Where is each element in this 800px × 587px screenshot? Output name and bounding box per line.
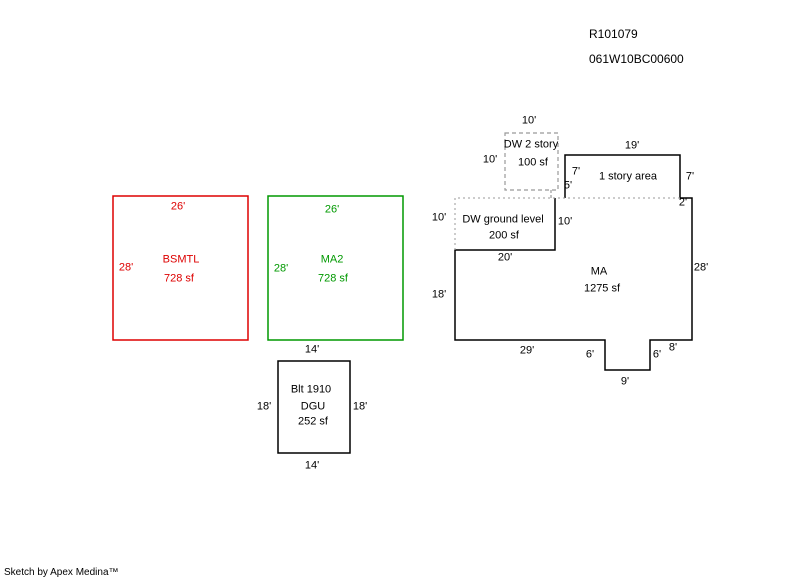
one-story-dim-top: 19' [624, 139, 640, 152]
dgu-dim-bottom: 14' [304, 459, 320, 472]
ma-area: 1275 sf [583, 282, 621, 295]
dwg-name: DW ground level [462, 213, 544, 226]
ma-dim-bottom: 29' [519, 344, 535, 357]
dwg-dotted-outline [454, 197, 680, 250]
ma2-name: MA2 [320, 253, 344, 266]
one-story-dim-offset: 5' [563, 179, 573, 192]
ma-outline [454, 154, 693, 371]
ma2-dim-left: 28' [273, 262, 289, 275]
dgu-name: DGU [300, 400, 326, 413]
ma-dim-right: 28' [693, 261, 709, 274]
dw2-outline [504, 132, 559, 191]
dgu-dim-left: 18' [256, 400, 272, 413]
bsmtl-dim-top: 26' [170, 200, 186, 213]
dgu-outline [277, 360, 351, 454]
dwg-dim-left: 10' [431, 211, 447, 224]
dwg-area: 200 sf [489, 229, 519, 242]
dgu-area: 252 sf [298, 415, 328, 428]
dgu-dim-top: 14' [304, 343, 320, 356]
sketch-credit: Sketch by Apex Medina™ [4, 567, 119, 578]
dwg-dim-bottom: 20' [497, 251, 513, 264]
ma2-outline [267, 195, 404, 341]
ma-notch-dim-bottom: 9' [620, 375, 630, 388]
dgu-built-year: Blt 1910 [290, 383, 332, 396]
ma2-area: 728 sf [318, 272, 348, 285]
dw2-area: 100 sf [518, 156, 548, 169]
dw2-name: DW 2 story [503, 138, 559, 151]
ma-dim-bottom-right: 8' [668, 341, 678, 354]
ma2-dim-top: 26' [324, 203, 340, 216]
ma-dim-left: 18' [431, 288, 447, 301]
ma-name: MA [590, 265, 608, 278]
ma-notch-dim-right: 6' [652, 348, 662, 361]
bsmtl-name: BSMTL [162, 253, 200, 266]
dwg-dim-right: 10' [557, 215, 573, 228]
map-taxlot: 061W10BC00600 [589, 52, 684, 66]
dw2-dim-top: 10' [521, 114, 537, 127]
ma-notch-dim-left: 6' [585, 348, 595, 361]
dw2-dim-left: 10' [482, 153, 498, 166]
dgu-dim-right: 18' [352, 400, 368, 413]
bsmtl-area: 728 sf [164, 272, 194, 285]
one-story-dim-right: 7' [685, 170, 695, 183]
one-story-dim-left: 7' [571, 165, 581, 178]
bsmtl-outline [112, 195, 249, 341]
one-story-dim-step: 2' [678, 196, 688, 209]
account-number: R101079 [589, 27, 638, 41]
one-story-name: 1 story area [598, 170, 658, 183]
bsmtl-dim-left: 28' [118, 261, 134, 274]
